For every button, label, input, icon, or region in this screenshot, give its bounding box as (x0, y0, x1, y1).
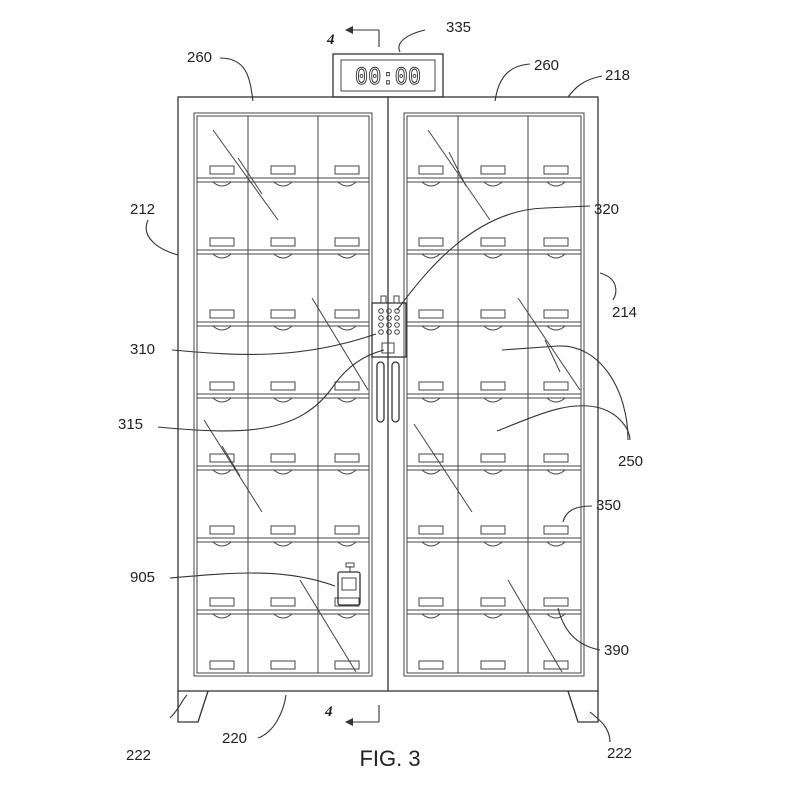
ref-220: 220 (222, 730, 247, 747)
compartment-label (480, 237, 506, 247)
keypad-key (394, 329, 400, 335)
glass-hatch-marks (203, 129, 581, 673)
keypad-key (378, 308, 384, 314)
compartment-label (543, 453, 569, 463)
ref-335: 335 (446, 19, 471, 36)
keypad-key (378, 322, 384, 328)
compartment-label (334, 597, 360, 607)
compartment-label (334, 525, 360, 535)
keypad-key (394, 315, 400, 321)
compartment-label (209, 381, 235, 391)
keypad-key (378, 315, 384, 321)
cabinet-legs (177, 690, 599, 723)
compartment-label (418, 381, 444, 391)
keypad-key (386, 329, 392, 335)
compartment-label (418, 453, 444, 463)
left-door (193, 112, 373, 677)
compartment-label (480, 453, 506, 463)
compartment-label (480, 381, 506, 391)
compartment-label (418, 525, 444, 535)
reference-numerals: 335 260 260 218 212 320 214 310 315 250 … (118, 19, 643, 764)
compartment-label (270, 165, 296, 175)
ref-905: 905 (130, 569, 155, 586)
ref-214: 214 (612, 304, 637, 321)
stored-device-905 (337, 562, 361, 606)
ref-260-right: 260 (534, 57, 559, 74)
compartment-label (334, 165, 360, 175)
compartment-label (543, 309, 569, 319)
svg-text:4: 4 (326, 32, 335, 48)
section-marker-top: 4 (326, 26, 380, 48)
ref-250: 250 (618, 453, 643, 470)
compartment-label (270, 525, 296, 535)
right-door (403, 112, 585, 677)
compartment-label (334, 453, 360, 463)
compartment-label (543, 237, 569, 247)
compartment-label (270, 597, 296, 607)
figure-caption: FIG. 3 (359, 746, 420, 771)
compartment-label (209, 525, 235, 535)
ref-218: 218 (605, 67, 630, 84)
compartment-label (543, 525, 569, 535)
keypad-key (394, 322, 400, 328)
compartment-label (334, 309, 360, 319)
compartment-label (209, 165, 235, 175)
compartment-label (418, 309, 444, 319)
cabinet (177, 96, 599, 692)
door-handles (376, 361, 400, 423)
keypad-key (386, 322, 392, 328)
compartment-label (334, 381, 360, 391)
compartment-label (543, 165, 569, 175)
keypad-unit (371, 295, 407, 358)
compartment-label (418, 165, 444, 175)
compartment-label (209, 597, 235, 607)
compartment-label (334, 237, 360, 247)
locker-compartment-grid (197, 116, 581, 673)
compartment-label (543, 597, 569, 607)
compartment-label (209, 237, 235, 247)
compartment-label (270, 453, 296, 463)
top-display: 00:00 (332, 53, 444, 98)
section-marker-bottom: 4 (324, 704, 380, 726)
compartment-label (209, 453, 235, 463)
svg-text:4: 4 (324, 704, 333, 720)
ref-390: 390 (604, 642, 629, 659)
keypad-key (386, 308, 392, 314)
compartment-label (418, 597, 444, 607)
compartment-label (270, 309, 296, 319)
compartment-label (480, 165, 506, 175)
keypad-keys (378, 308, 400, 335)
compartment-label (270, 237, 296, 247)
ref-222-right: 222 (607, 745, 632, 762)
leader-lines (145, 29, 631, 743)
compartment-label (543, 381, 569, 391)
ref-310: 310 (130, 341, 155, 358)
keypad-key (386, 315, 392, 321)
keypad-key (378, 329, 384, 335)
compartment-label (209, 309, 235, 319)
keypad-key (394, 308, 400, 314)
ref-260-left: 260 (187, 49, 212, 66)
ref-320: 320 (594, 201, 619, 218)
compartment-label (270, 381, 296, 391)
ref-222-left: 222 (126, 747, 151, 764)
display-readout: 00:00 (355, 65, 421, 90)
compartment-label (418, 237, 444, 247)
ref-212: 212 (130, 201, 155, 218)
ref-350: 350 (596, 497, 621, 514)
compartment-label (480, 309, 506, 319)
compartment-label (480, 525, 506, 535)
ref-315: 315 (118, 416, 143, 433)
compartment-label (480, 597, 506, 607)
card-reader (381, 342, 395, 354)
